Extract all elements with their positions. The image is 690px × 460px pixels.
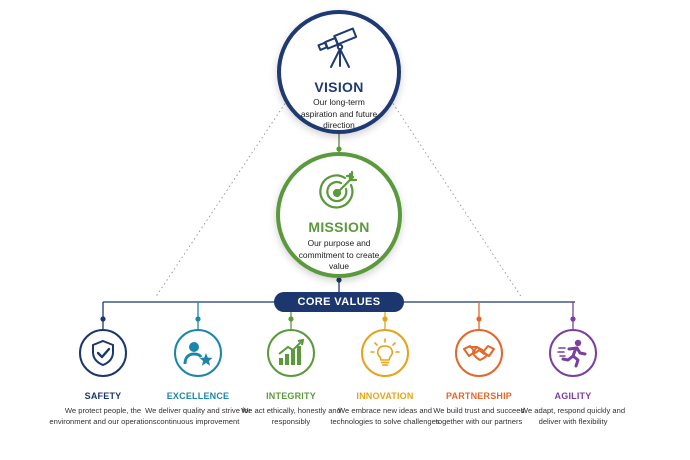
growth-chart-icon — [278, 338, 305, 365]
innovation-title: INNOVATION — [356, 391, 414, 401]
integrity-description: We act ethically, honestly and responsib… — [241, 406, 341, 426]
excellence-title: EXCELLENCE — [166, 391, 230, 401]
connector-dot — [336, 146, 342, 152]
partnership-circle — [455, 329, 503, 377]
vision-description: Our long-term aspiration and future dire… — [300, 97, 378, 130]
integrity-circle — [267, 329, 315, 377]
innovation-description: We embrace new ideas and technologies to… — [330, 406, 440, 426]
value-connector-dot — [288, 316, 294, 322]
excellence-description: We deliver quality and strive for contin… — [145, 406, 251, 426]
running-person-icon — [557, 339, 587, 368]
agility-description: We adapt, respond quickly and deliver wi… — [520, 406, 626, 426]
agility-circle — [549, 329, 597, 377]
value-connector-dot — [100, 316, 106, 322]
value-connector-dot — [476, 316, 482, 322]
left-dotted-line — [154, 95, 291, 299]
value-connector-dot — [570, 316, 576, 322]
safety-description: We protect people, the environment and o… — [49, 406, 157, 426]
handshake-icon — [463, 345, 495, 361]
mission-title: MISSION — [308, 219, 370, 235]
safety-title: SAFETY — [84, 391, 122, 401]
integrity-title: INTEGRITY — [266, 391, 316, 401]
value-connector-dot — [195, 316, 201, 322]
partnership-description: We build trust and succeed together with… — [433, 406, 525, 426]
telescope-icon — [317, 27, 358, 68]
excellence-circle — [174, 329, 222, 377]
lightbulb-icon — [370, 338, 400, 366]
target-arrow-icon — [319, 170, 358, 209]
right-dotted-line — [387, 95, 523, 299]
shield-check-icon — [92, 339, 114, 367]
connector-dot — [336, 277, 342, 283]
mission-description: Our purpose and commitment to create val… — [298, 238, 380, 271]
core-values-label: CORE VALUES — [274, 292, 404, 312]
vision-circle: VISION Our long-term aspiration and futu… — [277, 10, 401, 134]
innovation-circle — [361, 329, 409, 377]
partnership-title: PARTNERSHIP — [445, 391, 513, 401]
mission-circle: MISSION Our purpose and commitment to cr… — [276, 152, 402, 278]
person-star-icon — [183, 342, 213, 366]
value-connector-dot — [382, 316, 388, 322]
agility-title: AGILITY — [554, 391, 592, 401]
vision-title: VISION — [314, 79, 364, 95]
safety-circle — [79, 329, 127, 377]
